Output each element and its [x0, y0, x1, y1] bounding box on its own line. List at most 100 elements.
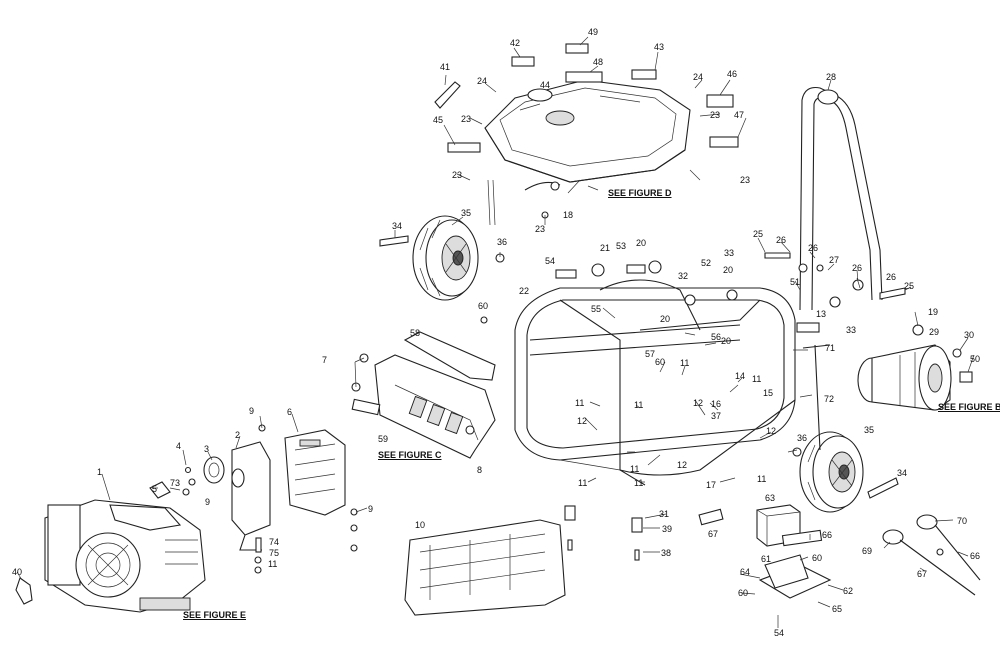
control-panel	[351, 331, 496, 459]
callout-74: 74	[269, 537, 280, 547]
callout-75: 75	[269, 548, 280, 558]
callout-35a: 35	[461, 208, 472, 218]
callout-58: 58	[410, 328, 421, 338]
callout-62: 62	[843, 586, 854, 596]
callout-40: 40	[12, 567, 23, 577]
callout-3: 3	[204, 444, 210, 454]
callout-59: 59	[378, 434, 389, 444]
callout-23b: 23	[710, 110, 721, 120]
accessory-kit	[882, 514, 981, 596]
callout-11d: 11	[634, 400, 644, 410]
handle	[799, 86, 883, 311]
callout-2: 2	[235, 430, 241, 440]
callout-11h: 11	[757, 474, 767, 484]
callout-53: 53	[616, 241, 627, 251]
callout-25b: 25	[904, 281, 915, 291]
callout-29: 29	[929, 327, 940, 337]
callout-24a: 24	[477, 76, 488, 86]
frame	[514, 279, 796, 486]
callout-11e: 11	[630, 464, 640, 474]
callout-19: 19	[928, 307, 939, 317]
callout-34a: 34	[392, 221, 403, 231]
callout-44: 44	[540, 80, 551, 90]
callout-26d: 26	[886, 272, 897, 282]
callout-9c: 9	[368, 504, 374, 514]
callout-66a: 66	[822, 530, 833, 540]
callout-55: 55	[591, 304, 602, 314]
callout-26c: 26	[852, 263, 863, 273]
callout-70: 70	[957, 516, 968, 526]
callout-23d: 23	[740, 175, 751, 185]
callout-11c: 11	[575, 398, 585, 408]
callout-37: 37	[711, 411, 722, 421]
wheel-right	[799, 431, 864, 513]
engine	[44, 499, 206, 613]
see-figure-c-label: SEE FIGURE C	[378, 450, 442, 460]
decal-set	[434, 43, 739, 153]
callout-46: 46	[727, 69, 738, 79]
see-figure-b-label: SEE FIGURE B	[938, 402, 1000, 412]
callout-60c: 60	[812, 553, 823, 563]
callout-20b: 20	[723, 265, 734, 275]
callout-23e: 23	[535, 224, 546, 234]
callout-12d: 12	[766, 426, 777, 436]
callout-30: 30	[964, 330, 975, 340]
callout-9b: 9	[205, 497, 211, 507]
callout-67b: 67	[917, 569, 928, 579]
callout-67a: 67	[708, 529, 719, 539]
callout-48: 48	[593, 57, 604, 67]
callout-21: 21	[600, 243, 611, 253]
callout-11b: 11	[752, 374, 762, 384]
callout-52: 52	[701, 258, 712, 268]
instruction-panel	[404, 519, 566, 616]
callout-11a: 11	[680, 358, 690, 368]
callout-9a: 9	[249, 406, 255, 416]
callout-27: 27	[829, 255, 840, 265]
leader-lines	[16, 36, 975, 628]
heat-shield	[284, 429, 346, 516]
callout-32: 32	[678, 271, 689, 281]
callout-8: 8	[477, 465, 483, 475]
callout-54b: 54	[774, 628, 785, 638]
callout-23a: 23	[461, 114, 472, 124]
muffler-gasket	[203, 456, 225, 484]
callout-69: 69	[862, 546, 873, 556]
callout-7: 7	[322, 355, 328, 365]
callout-11f: 11	[578, 478, 588, 488]
callout-60b: 60	[655, 357, 666, 367]
callout-16: 16	[711, 399, 722, 409]
callout-12a: 12	[577, 416, 588, 426]
callout-49: 49	[588, 27, 599, 37]
callout-33b: 33	[846, 325, 857, 335]
callout-33a: 33	[724, 248, 735, 258]
callout-25a: 25	[753, 229, 764, 239]
callout-6: 6	[287, 407, 293, 417]
callout-20d: 20	[721, 336, 732, 346]
fuel-tank	[484, 79, 691, 191]
alternator	[857, 344, 952, 411]
callout-12c: 12	[677, 460, 688, 470]
callout-50: 50	[970, 354, 981, 364]
callout-17: 17	[706, 480, 717, 490]
callout-47: 47	[734, 110, 745, 120]
callout-10: 10	[415, 520, 426, 530]
callout-71: 71	[825, 343, 836, 353]
callout-36a: 36	[497, 237, 508, 247]
callout-26a: 26	[776, 235, 787, 245]
callout-18: 18	[563, 210, 574, 220]
callout-56: 56	[711, 332, 722, 342]
callout-14: 14	[735, 371, 746, 381]
engine-small-parts	[15, 466, 196, 605]
callout-73: 73	[170, 478, 181, 488]
see-figure-e-label: SEE FIGURE E	[183, 610, 247, 620]
callout-41: 41	[440, 62, 451, 72]
callout-11g: 11	[634, 478, 644, 488]
callout-24b: 24	[693, 72, 704, 82]
callout-43: 43	[654, 42, 665, 52]
callout-61: 61	[761, 554, 772, 564]
callout-15: 15	[763, 388, 774, 398]
callout-64: 64	[740, 567, 751, 577]
callout-39: 39	[662, 524, 673, 534]
battery-tray	[758, 529, 832, 599]
